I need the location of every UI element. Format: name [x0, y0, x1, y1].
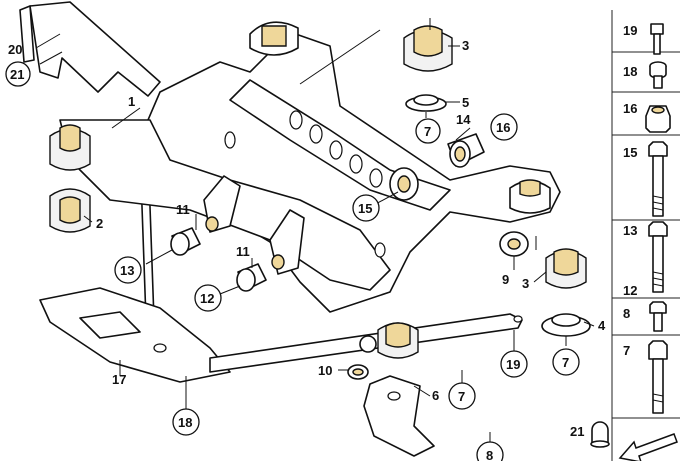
parts-sidebar: 19 18 16 15 13 12 8 7 21 — [570, 10, 680, 461]
callout-20: 20 — [8, 42, 22, 57]
callout-12: 12 — [200, 291, 214, 306]
callout-21-circle — [5, 61, 31, 87]
callout-11-lower: 11 — [236, 244, 250, 259]
control-arm-bushing-center — [359, 322, 419, 359]
sidebar-label-16: 16 — [623, 101, 637, 116]
callout-13-circle — [114, 256, 142, 284]
callout-14: 14 — [456, 112, 471, 127]
bushing-3-upper — [403, 25, 453, 72]
callout-10: 10 — [318, 363, 332, 378]
top-mount-bushing — [249, 21, 299, 56]
callout-21: 21 — [10, 67, 24, 82]
washer-5 — [405, 94, 447, 112]
callout-8: 8 — [486, 448, 493, 461]
callout-3-upper: 3 — [462, 38, 469, 53]
callout-13: 13 — [120, 263, 134, 278]
callout-9: 9 — [502, 272, 509, 287]
bolt-8-icon — [649, 301, 667, 332]
bushing-12 — [236, 263, 267, 292]
callout-16: 16 — [496, 120, 510, 135]
leader-lines — [35, 18, 595, 446]
callout-12-circle — [194, 284, 222, 312]
mount-6 — [363, 375, 435, 457]
callout-5: 5 — [462, 95, 469, 110]
cap-21-icon — [590, 421, 610, 448]
sidebar-label-13: 13 — [623, 223, 637, 238]
callout-7-bottom: 7 — [458, 389, 465, 404]
callouts: 20 21 1 2 3 5 7 14 16 15 11 13 11 12 9 — [5, 38, 606, 461]
bushing-10 — [347, 364, 369, 380]
bolt-18-icon — [649, 61, 667, 89]
sidebar-label-7: 7 — [623, 343, 630, 358]
bushing-15 — [389, 167, 419, 201]
callout-2: 2 — [96, 216, 103, 231]
sidebar-label-19: 19 — [623, 23, 637, 38]
bushing-16 — [447, 133, 485, 168]
callout-1: 1 — [128, 94, 135, 109]
callout-7-top-circle — [415, 118, 441, 144]
bracket-left-b — [269, 209, 305, 275]
sidebar-label-18: 18 — [623, 64, 637, 79]
plate-4 — [541, 313, 591, 337]
bushing-13 — [170, 227, 201, 256]
sidebar-label-15: 15 — [623, 145, 637, 160]
callout-18-circle — [172, 408, 200, 436]
callout-15: 15 — [358, 201, 372, 216]
bushing-1 — [49, 124, 91, 171]
callout-8-circle — [476, 441, 504, 461]
callout-7-bottom-circle — [448, 382, 476, 410]
bracket-left-a — [203, 175, 241, 233]
callout-17: 17 — [112, 372, 126, 387]
callout-19-circle — [500, 350, 528, 378]
callout-18: 18 — [178, 415, 192, 430]
bushing-2 — [49, 188, 91, 233]
bushing-9 — [499, 231, 529, 257]
bolt-13-icon — [648, 221, 668, 293]
arrow-down-left-icon — [618, 433, 678, 461]
bushing-right-body — [509, 179, 551, 214]
heat-shield-20 — [19, 1, 161, 97]
sidebar-label-8: 8 — [623, 306, 630, 321]
callout-16-circle — [490, 113, 518, 141]
stud-7-icon — [648, 340, 668, 414]
underbody-plate-17 — [39, 287, 231, 383]
bolt-15-icon — [648, 141, 668, 217]
sidebar-label-21: 21 — [570, 424, 584, 439]
callout-11-upper: 11 — [176, 202, 190, 217]
callout-15-circle — [352, 194, 380, 222]
callout-7-right: 7 — [562, 355, 569, 370]
nut-16-icon — [645, 105, 671, 133]
sidebar-label-12: 12 — [623, 283, 637, 298]
callout-19: 19 — [506, 357, 520, 372]
callout-6: 6 — [432, 388, 439, 403]
bushing-3-lower — [545, 248, 587, 289]
bolt-19-icon — [650, 23, 664, 55]
callout-7-right-circle — [552, 348, 580, 376]
callout-4: 4 — [598, 318, 606, 333]
callout-3-lower: 3 — [522, 276, 529, 291]
callout-7-top: 7 — [424, 124, 431, 139]
